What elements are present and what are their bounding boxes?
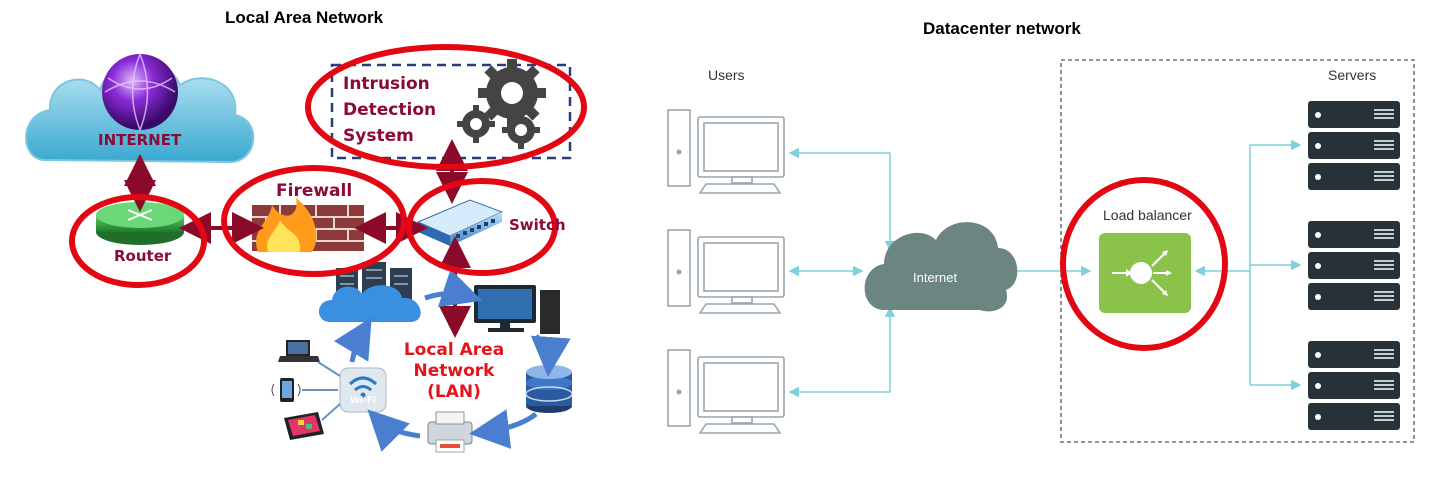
servers-label: Servers — [1328, 67, 1377, 83]
cloud-servers-icon — [318, 262, 421, 322]
firewall-icon — [252, 198, 364, 252]
user-computer-icon — [667, 109, 785, 194]
server-unit — [1308, 101, 1400, 128]
internet-cloud-icon — [25, 53, 255, 164]
lan-diagram-title: Local Area Network — [225, 8, 384, 27]
wifi-label: Wi-Fi — [350, 396, 376, 406]
server-rack-icon — [1308, 221, 1400, 310]
firewall-label: Firewall — [276, 181, 353, 201]
server-unit — [1308, 403, 1400, 430]
highlight-rings-left — [69, 44, 587, 288]
load-balancer-highlight-ring — [1060, 177, 1228, 351]
ids-label-line-1: Intrusion — [343, 74, 430, 94]
server-unit — [1308, 163, 1400, 190]
wifi-router-icon — [339, 367, 387, 413]
datacenter-diagram-title: Datacenter network — [923, 19, 1081, 38]
smartphone-icon — [271, 378, 301, 402]
server-unit — [1308, 252, 1400, 279]
firewall-highlight-ring — [221, 165, 407, 277]
internet-label: INTERNET — [98, 131, 182, 149]
lan-cycle-arrows — [333, 269, 571, 452]
ids-highlight-ring — [305, 44, 587, 170]
server-zone-boundary — [1060, 59, 1415, 443]
lan-center-label: Local Area Network (LAN) — [394, 340, 514, 403]
desktop-computer-icon — [474, 285, 560, 334]
server-unit — [1308, 132, 1400, 159]
switch-label: Switch — [509, 216, 566, 234]
ids-label-line-2: Detection — [343, 100, 437, 120]
user-computer-icon — [667, 229, 785, 314]
router-icon — [96, 202, 184, 245]
server-unit — [1308, 372, 1400, 399]
wifi-device-arrows — [302, 361, 341, 421]
server-unit — [1308, 221, 1400, 248]
user-computer-icon — [667, 349, 785, 434]
switch-highlight-ring — [406, 178, 558, 276]
server-rack-icon — [1308, 101, 1400, 190]
ids-label: Intrusion Detection System — [343, 71, 436, 149]
router-highlight-ring — [69, 194, 207, 288]
ids-label-line-3: System — [343, 126, 414, 146]
laptop-icon — [278, 340, 320, 362]
load-balancer-icon — [1099, 233, 1191, 313]
users-label: Users — [708, 67, 745, 83]
server-unit — [1308, 341, 1400, 368]
lan-center-line-1: Local Area — [403, 340, 505, 360]
printer-icon — [427, 411, 473, 453]
tablet-icon — [284, 412, 324, 440]
server-unit — [1308, 283, 1400, 310]
datacenter-internet-cloud-icon — [864, 222, 1018, 312]
load-balancer-label: Load balancer — [1103, 207, 1192, 223]
database-icon — [525, 365, 573, 413]
switch-icon — [416, 199, 504, 246]
gears-icon — [457, 59, 546, 149]
lan-center-line-3: (LAN) — [427, 382, 481, 402]
server-rack-icon — [1308, 341, 1400, 430]
router-label: Router — [114, 247, 172, 265]
lan-center-line-2: Network — [413, 361, 495, 381]
internet-cloud-label: Internet — [913, 270, 958, 285]
